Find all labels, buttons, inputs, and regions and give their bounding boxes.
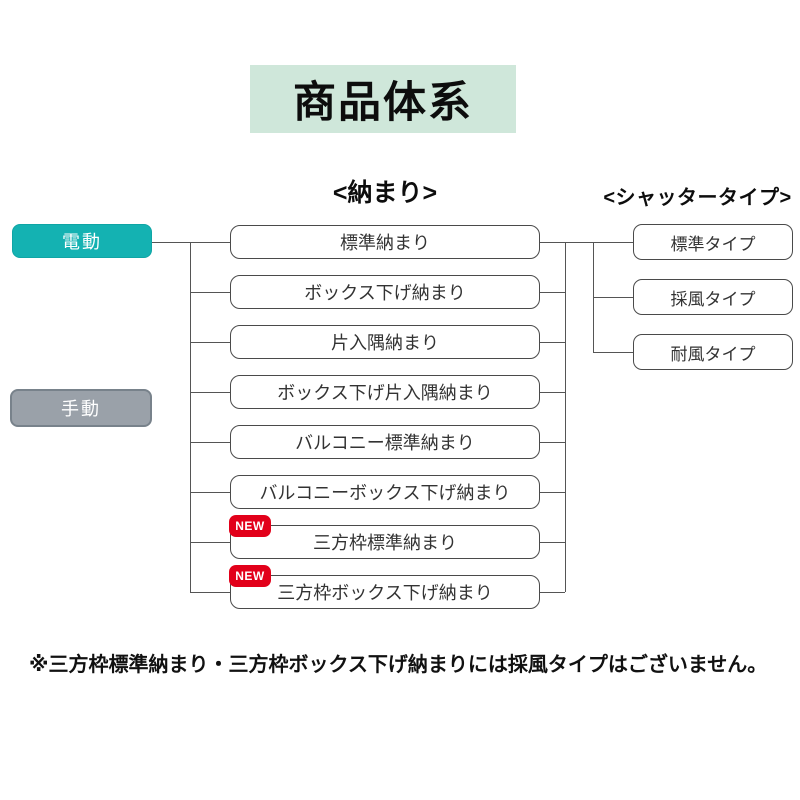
footer-note: ※三方枠標準納まり・三方枠ボックス下げ納まりには採風タイプはございません。 bbox=[29, 654, 768, 676]
osamari-box-balcony-standard: バルコニー標準納まり bbox=[230, 425, 540, 459]
connector-line bbox=[593, 296, 633, 298]
diagram-title: 商品体系 bbox=[250, 65, 516, 133]
connector-line bbox=[540, 491, 565, 493]
connector-line bbox=[190, 391, 230, 393]
connector-line bbox=[190, 242, 191, 592]
osamari-box-box-lowered-single-corner: ボックス下げ片入隅納まり bbox=[230, 375, 540, 409]
connector-line bbox=[540, 591, 565, 593]
shutter-type-box-ventilation: 採風タイプ bbox=[633, 279, 793, 315]
connector-line bbox=[540, 241, 565, 243]
connector-line bbox=[565, 242, 566, 592]
new-badge: NEW bbox=[229, 565, 271, 587]
connector-line bbox=[540, 391, 565, 393]
connector-line bbox=[540, 341, 565, 343]
manual-drive-pill: 手動 bbox=[10, 389, 152, 427]
new-badge: NEW bbox=[229, 515, 271, 537]
shutter-type-box-standard: 標準タイプ bbox=[633, 224, 793, 260]
connector-line bbox=[540, 441, 565, 443]
connector-line bbox=[190, 541, 230, 543]
column-header-shutter-type: <シャッタータイプ> bbox=[603, 187, 792, 209]
connector-line bbox=[190, 241, 230, 243]
electric-drive-pill: 電動 bbox=[12, 224, 152, 258]
connector-line bbox=[593, 241, 633, 243]
osamari-box-single-corner: 片入隅納まり bbox=[230, 325, 540, 359]
connector-line bbox=[190, 341, 230, 343]
osamari-box-three-side-frame-standard: 三方枠標準納まり bbox=[230, 525, 540, 559]
connector-line bbox=[190, 291, 230, 293]
osamari-box-balcony-box-lowered: バルコニーボックス下げ納まり bbox=[230, 475, 540, 509]
connector-line bbox=[152, 241, 190, 243]
column-header-osamari: <納まり> bbox=[332, 179, 438, 207]
shutter-type-box-wind-resistant: 耐風タイプ bbox=[633, 334, 793, 370]
connector-line bbox=[565, 241, 593, 243]
osamari-box-three-side-frame-box-lowered: 三方枠ボックス下げ納まり bbox=[230, 575, 540, 609]
connector-line bbox=[190, 441, 230, 443]
connector-line bbox=[540, 541, 565, 543]
connector-line bbox=[593, 351, 633, 353]
osamari-box-standard: 標準納まり bbox=[230, 225, 540, 259]
connector-line bbox=[190, 491, 230, 493]
connector-line bbox=[190, 591, 230, 593]
osamari-box-box-lowered: ボックス下げ納まり bbox=[230, 275, 540, 309]
connector-line bbox=[540, 291, 565, 293]
